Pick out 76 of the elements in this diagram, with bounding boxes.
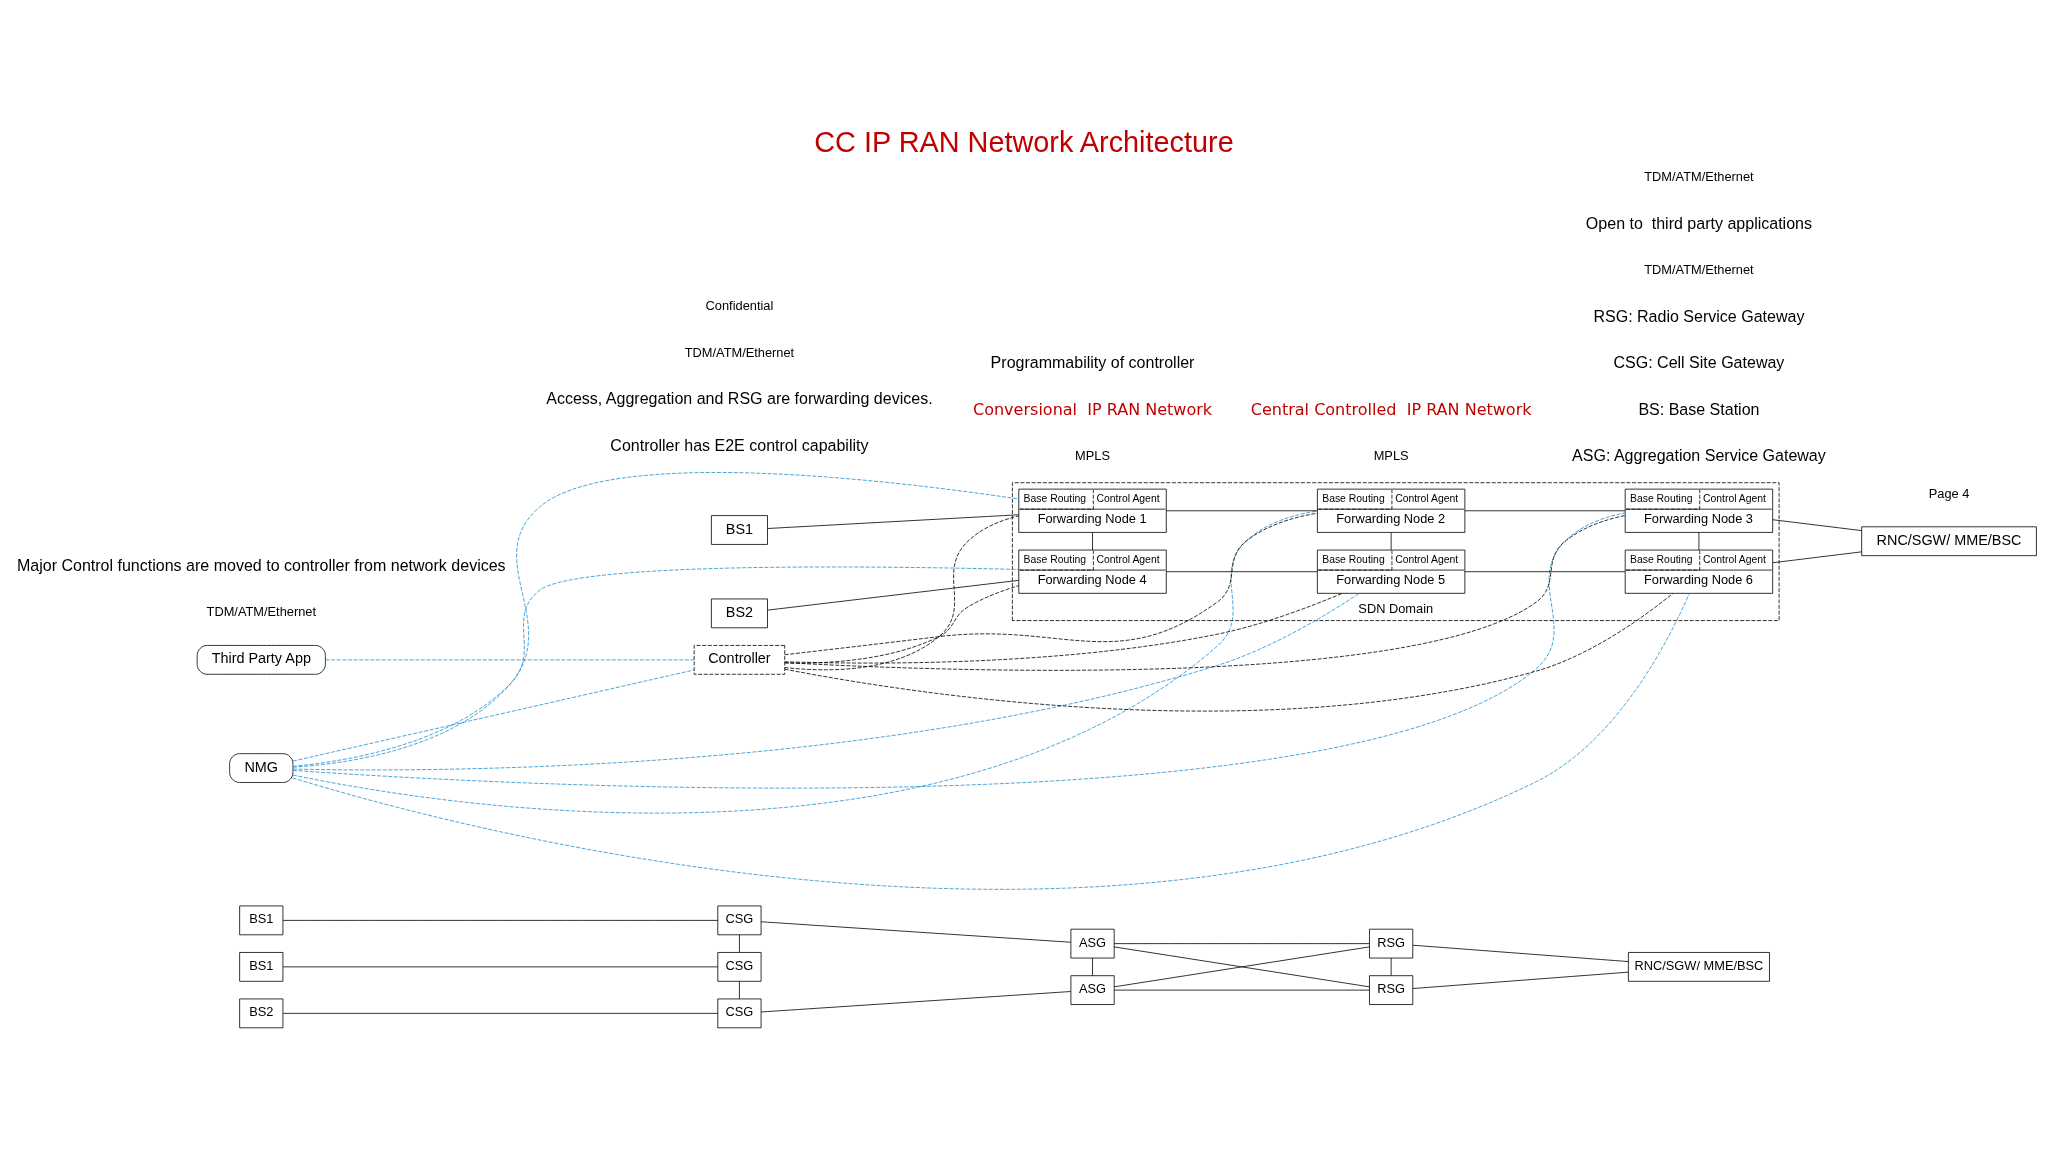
label: TDM/ATM/Ethernet xyxy=(1644,261,1754,277)
node-box: ASG xyxy=(1070,974,1115,1005)
connector xyxy=(1390,531,1392,550)
label: Open to third party applications xyxy=(1585,213,1813,232)
connector xyxy=(1772,550,1862,563)
connector xyxy=(282,965,719,967)
connector xyxy=(292,566,1020,767)
label: Central Controlled IP RAN Network xyxy=(1250,399,1532,419)
connector xyxy=(1464,570,1626,572)
connector xyxy=(292,669,695,761)
node-box: NMG xyxy=(229,752,294,783)
connector xyxy=(292,510,1318,813)
connector xyxy=(1092,957,1093,976)
connector xyxy=(1165,509,1318,511)
node-box: BS2 xyxy=(239,998,284,1028)
connector xyxy=(292,512,1626,788)
label: CSG: Cell Site Gateway xyxy=(1613,352,1785,371)
connector xyxy=(784,592,1343,663)
connector xyxy=(784,592,1674,711)
connector xyxy=(784,515,1020,670)
node-box: RNC/SGW/ MME/BSC xyxy=(1861,525,2037,556)
connector xyxy=(282,919,719,921)
label: Access, Aggregation and RSG are forwarding devices. xyxy=(546,388,933,407)
connector xyxy=(784,514,1626,671)
label: BS: Base Station xyxy=(1638,399,1760,418)
label: MPLS xyxy=(1075,447,1110,463)
connector xyxy=(1464,509,1626,511)
node-box: BS1 xyxy=(239,905,284,935)
connector xyxy=(784,512,1318,655)
label: Major Control functions are moved to controller from network devices xyxy=(16,555,506,574)
node-box: BS1 xyxy=(239,951,284,982)
label: TDM/ATM/Ethernet xyxy=(206,603,316,619)
node-box: Third Party App xyxy=(196,644,326,675)
node-box: RSG xyxy=(1369,974,1414,1005)
connector xyxy=(1092,531,1093,550)
connector xyxy=(1113,989,1370,990)
label: Confidential xyxy=(705,297,774,313)
connector xyxy=(1412,971,1629,989)
connector xyxy=(1698,531,1700,550)
label: Controller has E2E control capability xyxy=(610,435,869,454)
label: Page 4 xyxy=(1928,485,1970,501)
connector xyxy=(767,513,1019,529)
node-box: Controller xyxy=(693,644,786,675)
node-box: ASG xyxy=(1070,928,1115,958)
connector xyxy=(1772,518,1862,531)
connector xyxy=(1113,942,1370,944)
node-box: CSG xyxy=(717,998,762,1028)
diagram-title: CC IP RAN Network Architecture xyxy=(814,125,1234,157)
label: Conversional IP RAN Network xyxy=(972,399,1213,419)
node-box: RSG xyxy=(1369,928,1414,958)
node-box: RNC/SGW/ MME/BSC xyxy=(1628,951,1770,982)
connector xyxy=(282,1012,719,1014)
connector xyxy=(760,990,1072,1012)
label: TDM/ATM/Ethernet xyxy=(684,344,795,360)
node-box: BS2 xyxy=(711,598,768,628)
label: ASG: Aggregation Service Gateway xyxy=(1572,445,1826,464)
connector xyxy=(292,592,1360,770)
connector xyxy=(292,471,1020,768)
connector xyxy=(767,579,1019,611)
label: MPLS xyxy=(1373,447,1409,463)
label: RSG: Radio Service Gateway xyxy=(1593,306,1805,325)
connector xyxy=(292,592,1690,889)
label: TDM/ATM/Ethernet xyxy=(1644,168,1754,184)
connector xyxy=(760,920,1072,943)
label: Programmability of controller xyxy=(990,352,1195,371)
connector xyxy=(325,658,695,660)
node-box: BS1 xyxy=(711,514,768,545)
connector xyxy=(1390,957,1392,976)
node-box: CSG xyxy=(717,905,762,935)
connector xyxy=(1113,946,1370,987)
connector xyxy=(739,933,740,953)
connector xyxy=(784,584,1020,663)
connector xyxy=(1412,944,1629,962)
connector xyxy=(739,980,740,999)
node-box: CSG xyxy=(717,951,762,982)
connector xyxy=(1165,570,1318,572)
